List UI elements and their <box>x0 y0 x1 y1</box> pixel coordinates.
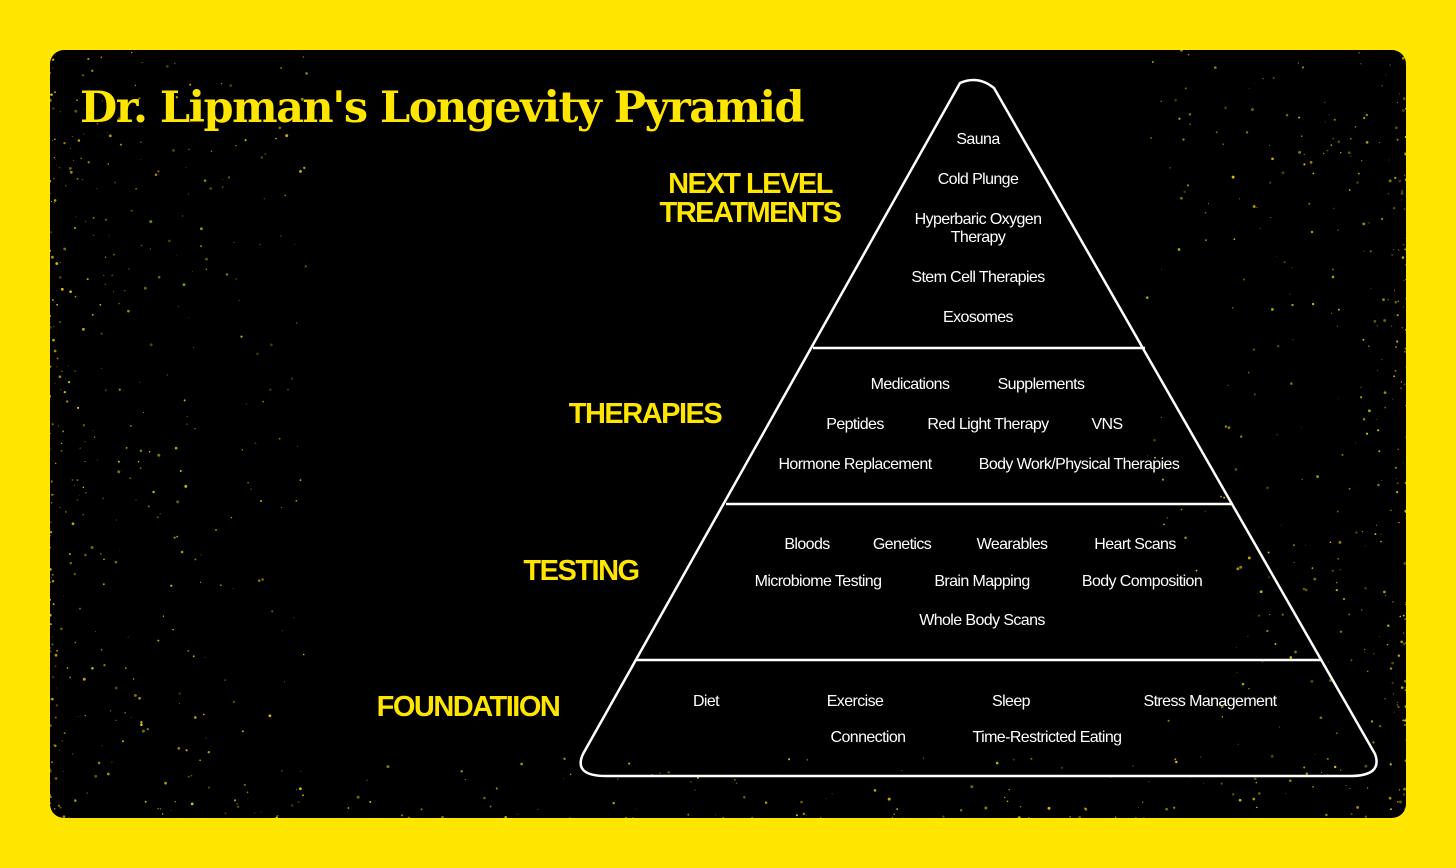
item-connection: Connection <box>830 729 907 746</box>
item-hormone-replacement: Hormone Replacement <box>778 456 932 473</box>
item-microbiome-testing: Microbiome Testing <box>754 573 882 590</box>
tier-label-next-level-treatments: NEXT LEVEL TREATMENTS <box>659 168 842 229</box>
item-body-composition: Body Composition <box>1081 573 1203 590</box>
item-bloods: Bloods <box>784 536 830 553</box>
item-whole-body-scans: Whole Body Scans <box>919 612 1045 629</box>
tier-label-testing: TESTING <box>523 555 640 587</box>
page-title: Dr. Lipman's Longevity Pyramid <box>80 83 805 133</box>
item-exercise: Exercise <box>826 693 884 710</box>
item-genetics: Genetics <box>872 536 932 553</box>
item-peptides: Peptides <box>826 416 884 433</box>
item-heart-scans: Heart Scans <box>1094 536 1176 553</box>
pyramid-panel: Dr. Lipman's Longevity Pyramid NEXT LEVE… <box>50 50 1406 818</box>
item-sauna: Sauna <box>956 131 1000 148</box>
item-diet: Diet <box>692 693 720 710</box>
item-supplements: Supplements <box>997 376 1085 393</box>
pyramid-diagram <box>579 78 1378 778</box>
tier-label-therapies: THERAPIES <box>568 398 723 430</box>
item-stress-management: Stress Management <box>1143 693 1278 710</box>
item-time-restricted-eating: Time-Restricted Eating <box>972 729 1123 746</box>
tier-label-foundation: FOUNDATIION <box>376 691 561 723</box>
item-hyperbaric-oxygen-therapy: Hyperbaric Oxygen Therapy <box>914 211 1042 246</box>
item-body-work-physical-therapies: Body Work/Physical Therapies <box>978 456 1180 473</box>
item-sleep: Sleep <box>992 693 1031 710</box>
item-cold-plunge: Cold Plunge <box>937 171 1019 188</box>
item-brain-mapping: Brain Mapping <box>934 573 1030 590</box>
item-medications: Medications <box>870 376 950 393</box>
pyramid-outline <box>579 78 1378 778</box>
item-stem-cell-therapies: Stem Cell Therapies <box>911 269 1045 286</box>
item-red-light-therapy: Red Light Therapy <box>927 416 1049 433</box>
item-exosomes: Exosomes <box>943 309 1014 326</box>
item-vns: VNS <box>1091 416 1123 433</box>
item-wearables: Wearables <box>976 536 1048 553</box>
